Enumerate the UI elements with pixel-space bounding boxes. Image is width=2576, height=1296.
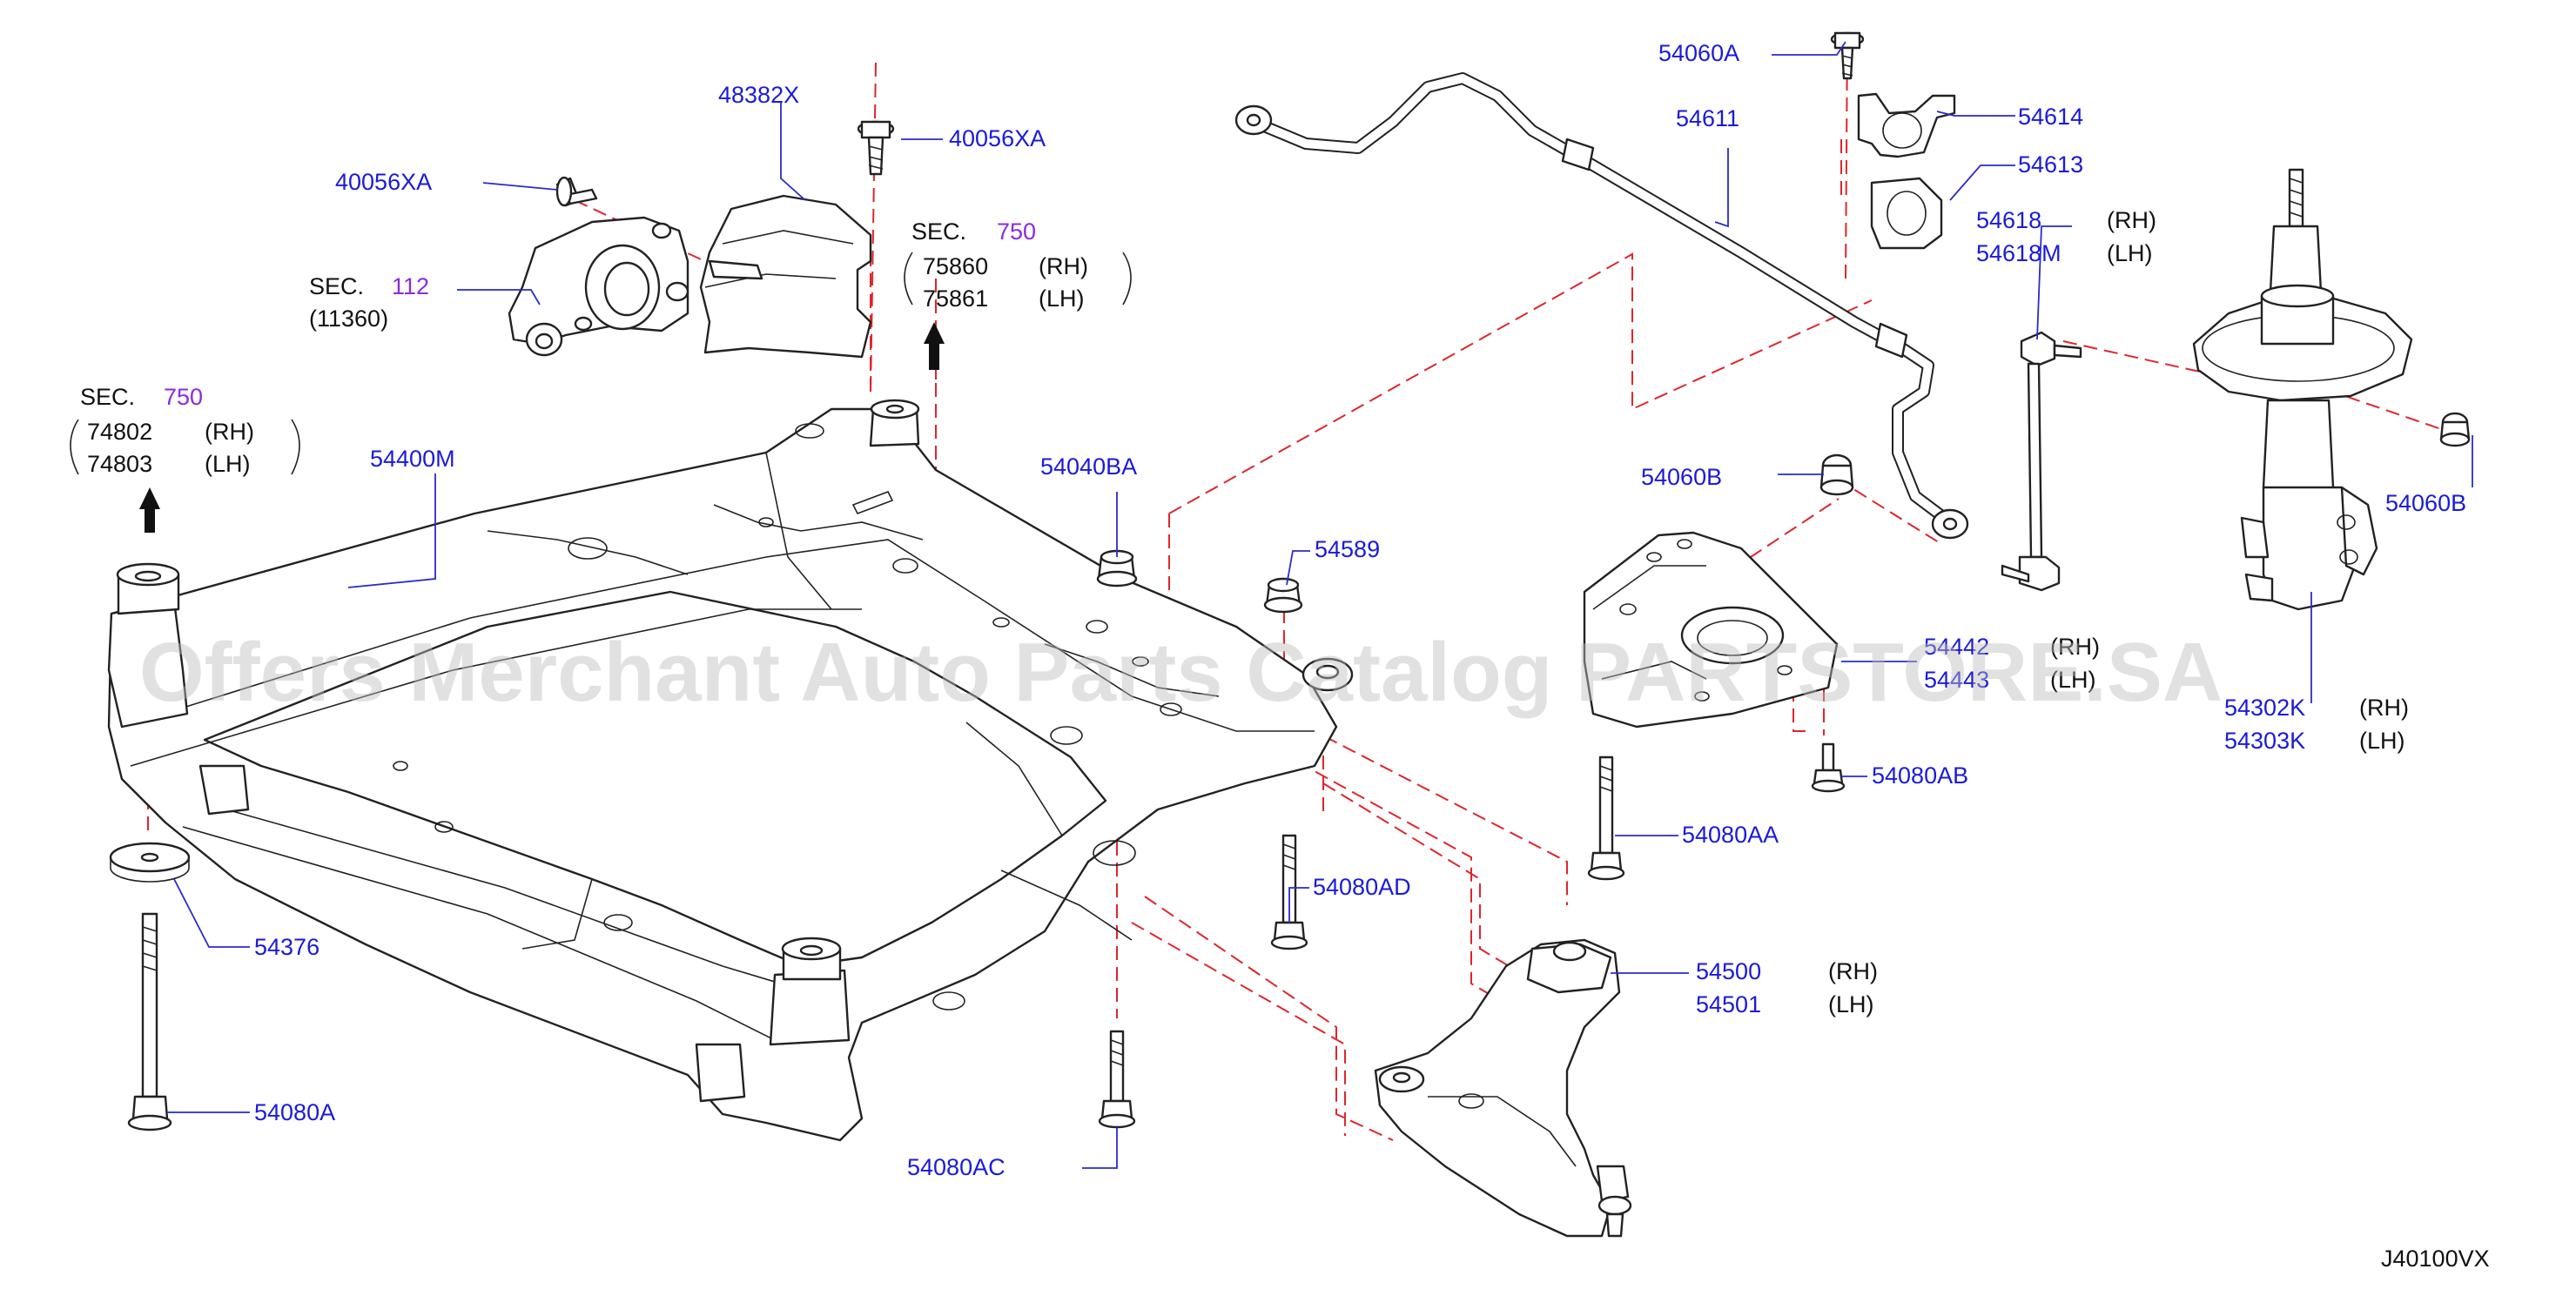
sec-750-right-number: 750	[997, 218, 1036, 245]
sec-750-left-row1-side: (LH)	[205, 451, 251, 477]
label-54080A: 54080A	[254, 1099, 335, 1125]
stabilizer-link-54618	[2001, 331, 2082, 592]
label-54500-lh-side: (LH)	[1828, 991, 1874, 1017]
label-54060B-left: 54060B	[1641, 464, 1722, 490]
nut-54589	[1263, 577, 1303, 614]
label-54500-rh: 54500	[1696, 958, 1761, 984]
heat-shield-48382X	[699, 194, 872, 359]
bolt-54080AA	[1587, 755, 1625, 881]
label-54080AD: 54080AD	[1313, 874, 1411, 900]
label-54302K-rh-side: (RH)	[2359, 695, 2409, 721]
watermark-text: Offers Merchant Auto Parts Catalog PARTS…	[139, 626, 2223, 719]
label-54080AA: 54080AA	[1682, 822, 1779, 848]
sec-750-left-prefix: SEC.	[80, 384, 135, 410]
engine-mount-bracket	[508, 216, 689, 357]
sec-750-right-row0-part: 75860	[923, 253, 988, 279]
label-54080AC: 54080AC	[907, 1154, 1006, 1180]
label-54060A: 54060A	[1658, 40, 1739, 66]
label-54618-rh: 54618	[1976, 207, 2041, 233]
label-54376: 54376	[254, 934, 319, 960]
label-54611: 54611	[1676, 105, 1739, 131]
sec-750-right-prefix: SEC.	[911, 218, 966, 245]
sec-112-sub: (11360)	[309, 306, 388, 332]
label-40056XA-top: 40056XA	[949, 125, 1046, 151]
label-54618-lh: 54618M	[1976, 240, 2061, 266]
stabilizer-bushing-54613	[1870, 177, 1943, 250]
label-54613: 54613	[2018, 151, 2083, 178]
washer-54376	[109, 842, 191, 883]
label-54589: 54589	[1315, 536, 1380, 562]
nut-54040BA	[1096, 549, 1138, 588]
part-labels: 48382X 40056XA 40056XA SEC. 112 (11360) …	[70, 40, 2490, 1272]
bolt-40056XA-left	[555, 176, 598, 207]
sec-112-number: 112	[392, 273, 429, 299]
leader-lines	[167, 41, 2473, 1169]
sec-112-prefix: SEC.	[309, 273, 364, 299]
label-54302K-rh: 54302K	[2224, 695, 2305, 721]
sec-750-left-row1-part: 74803	[87, 451, 152, 477]
strut-assembly-54302K	[2192, 168, 2413, 611]
stabilizer-clamp-54614	[1857, 92, 1956, 158]
label-54442-rh: 54442	[1924, 634, 1989, 660]
bolt-40056XA-top	[857, 120, 895, 176]
label-54614: 54614	[2018, 104, 2083, 130]
lower-arm-bracket-54442	[1583, 531, 1839, 729]
sec-750-right-row0-side: (RH)	[1039, 253, 1088, 279]
label-54302K-lh: 54303K	[2224, 728, 2305, 754]
nut-54060B-right	[2439, 412, 2471, 447]
nut-54060B-left	[1819, 453, 1854, 496]
bolt-54080AC	[1098, 1030, 1136, 1129]
label-54618-lh-side: (LH)	[2107, 240, 2153, 266]
label-54400M: 54400M	[370, 446, 455, 472]
sec-750-right-row1-part: 75861	[923, 285, 988, 312]
diagram-code: J40100VX	[2381, 1246, 2490, 1272]
label-54500-rh-side: (RH)	[1828, 958, 1878, 984]
arrow-up-icon	[924, 322, 945, 370]
bolt-54080AB	[1811, 742, 1846, 793]
front-suspension-crossmember	[107, 399, 1354, 1142]
stabilizer-bar-54611	[1234, 72, 1969, 540]
bolt-54080AD	[1270, 834, 1308, 950]
label-54040BA: 54040BA	[1040, 453, 1137, 480]
bolt-54060A	[1830, 31, 1865, 80]
lower-control-arm-54500	[1374, 938, 1632, 1238]
label-48382X: 48382X	[718, 82, 799, 108]
label-54442-lh-side: (LH)	[2050, 667, 2096, 693]
label-54302K-lh-side: (LH)	[2359, 728, 2405, 754]
bolt-54080A	[127, 912, 172, 1131]
label-54618-rh-side: (RH)	[2107, 207, 2156, 233]
label-40056XA-left: 40056XA	[335, 169, 432, 195]
arrow-up-icon	[139, 487, 160, 533]
sec-750-right-row1-side: (LH)	[1039, 285, 1085, 312]
label-54080AB: 54080AB	[1872, 762, 1968, 789]
sec-750-left-row0-part: 74802	[87, 419, 152, 445]
label-54442-rh-side: (RH)	[2050, 634, 2100, 660]
label-54442-lh: 54443	[1924, 667, 1989, 693]
sec-750-left-number: 750	[164, 384, 203, 410]
label-54500-lh: 54501	[1696, 991, 1761, 1017]
label-54060B-right: 54060B	[2385, 490, 2466, 516]
sec-750-left-row0-side: (RH)	[205, 419, 254, 445]
